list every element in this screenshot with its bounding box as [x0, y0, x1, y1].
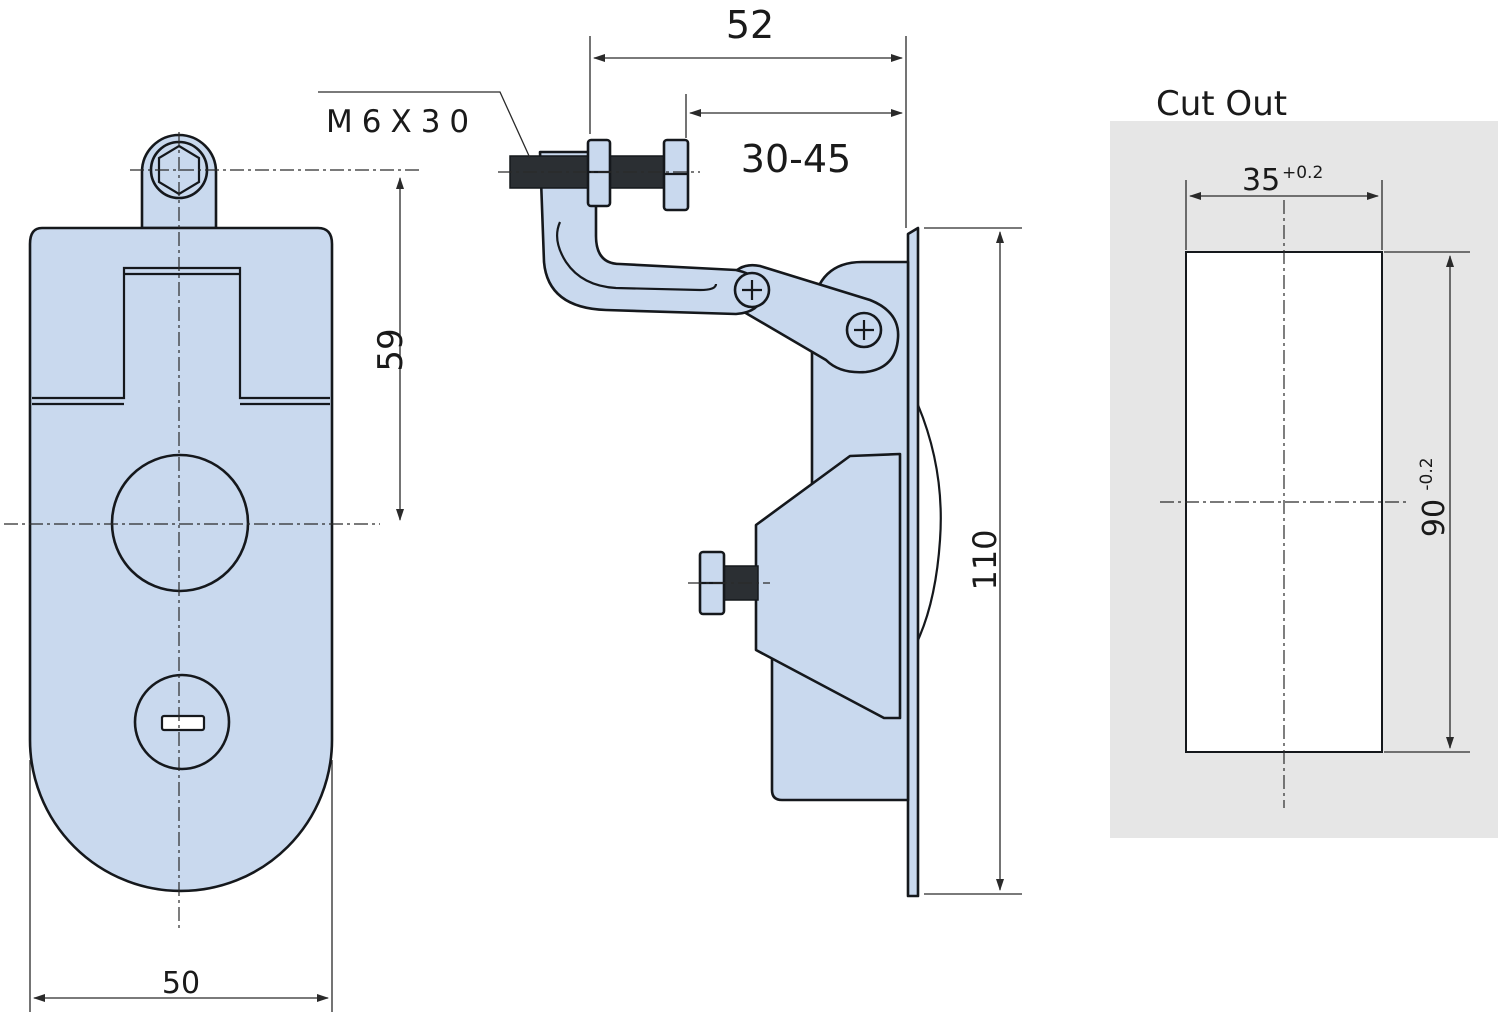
dim-35-label: 35 [1242, 163, 1280, 198]
dim-59-label: 59 [371, 328, 411, 371]
front-view: 59 50 [4, 132, 420, 1012]
screw-leader-line [318, 91, 531, 159]
dim-90-label: 90 [1417, 499, 1452, 537]
hook-arm-slot [555, 221, 718, 292]
cutout-view: Cut Out 35 +0.2 90 -0.2 [1110, 84, 1498, 838]
pivot-rivet-lower-cross [854, 320, 874, 340]
cutout-title: Cut Out [1156, 84, 1287, 124]
plate-bulge [916, 404, 942, 641]
push-button-circle [110, 453, 250, 593]
dim-90-tolerance: -0.2 [1417, 457, 1437, 490]
dim-35-tolerance: +0.2 [1282, 163, 1323, 183]
lever-notch [32, 266, 330, 400]
pivot-rivet-upper-cross [742, 280, 762, 300]
dim-52-label: 52 [726, 3, 774, 47]
key-slot [160, 714, 206, 732]
dim-110-label: 110 [966, 529, 1004, 590]
housing-wedge [754, 452, 902, 720]
side-view: M6X30 52 30-45 110 [318, 3, 1022, 898]
screw-label: M6X30 [326, 104, 478, 140]
dim-50-label: 50 [162, 966, 200, 1001]
mounting-plate [906, 226, 920, 898]
dim-30-45-label: 30-45 [741, 137, 851, 181]
